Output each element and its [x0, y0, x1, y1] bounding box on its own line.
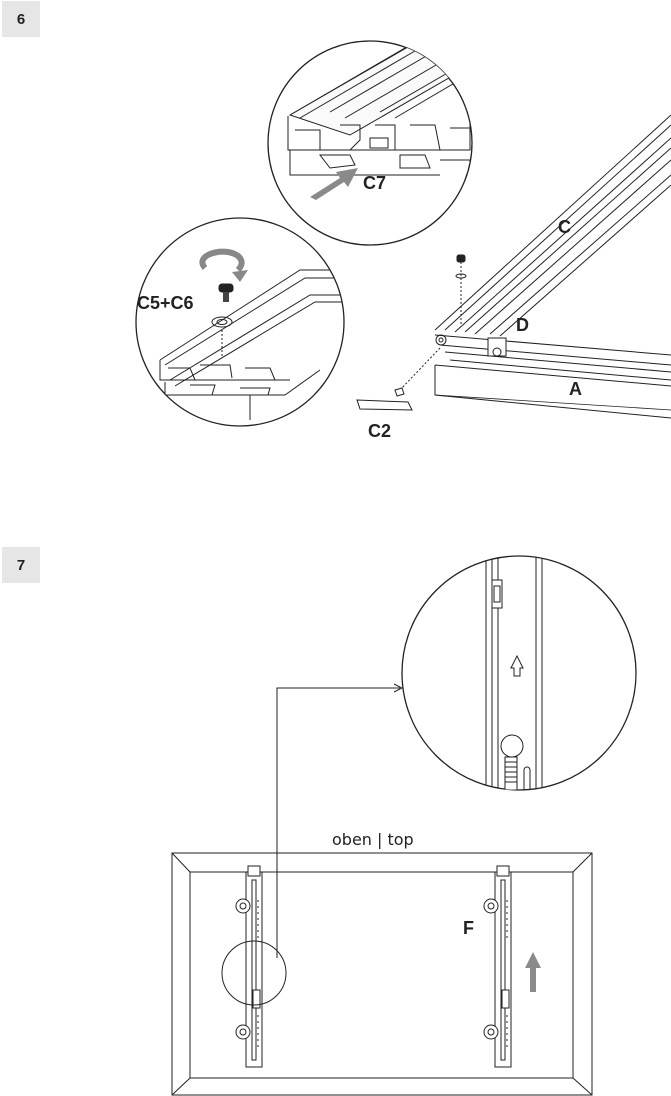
detail-circle-c5c6 [135, 217, 345, 427]
step6-illustration: C7 C C5+C6 D A C2 [135, 40, 671, 441]
label-a: A [569, 379, 582, 399]
label-d: D [516, 315, 529, 335]
step-6-badge: 6 [2, 1, 40, 37]
screw-c5-icon [218, 283, 234, 302]
label-c: C [558, 217, 571, 237]
arrow-c7 [310, 168, 358, 200]
tv-back-outline [171, 852, 593, 1096]
step7-illustration: oben | top F [171, 555, 637, 1096]
bracket-right [483, 865, 512, 1068]
detail-circle-c7 [267, 40, 473, 246]
label-top: oben | top [332, 830, 414, 849]
label-c2: C2 [368, 421, 391, 441]
bracket-left [235, 865, 263, 1068]
leader-line [276, 687, 400, 958]
step-7-badge: 7 [2, 547, 40, 583]
rotate-arrow-icon [199, 248, 245, 273]
up-arrow-icon [525, 952, 541, 992]
step-6-number: 6 [16, 10, 26, 28]
highlight-circle [221, 940, 287, 1006]
main-rail-assembly [356, 114, 671, 419]
label-c5c6: C5+C6 [137, 293, 194, 313]
label-c7: C7 [363, 173, 386, 193]
detail-circle-zoom [401, 555, 637, 791]
label-f: F [463, 918, 474, 938]
step-7-number: 7 [16, 556, 26, 574]
